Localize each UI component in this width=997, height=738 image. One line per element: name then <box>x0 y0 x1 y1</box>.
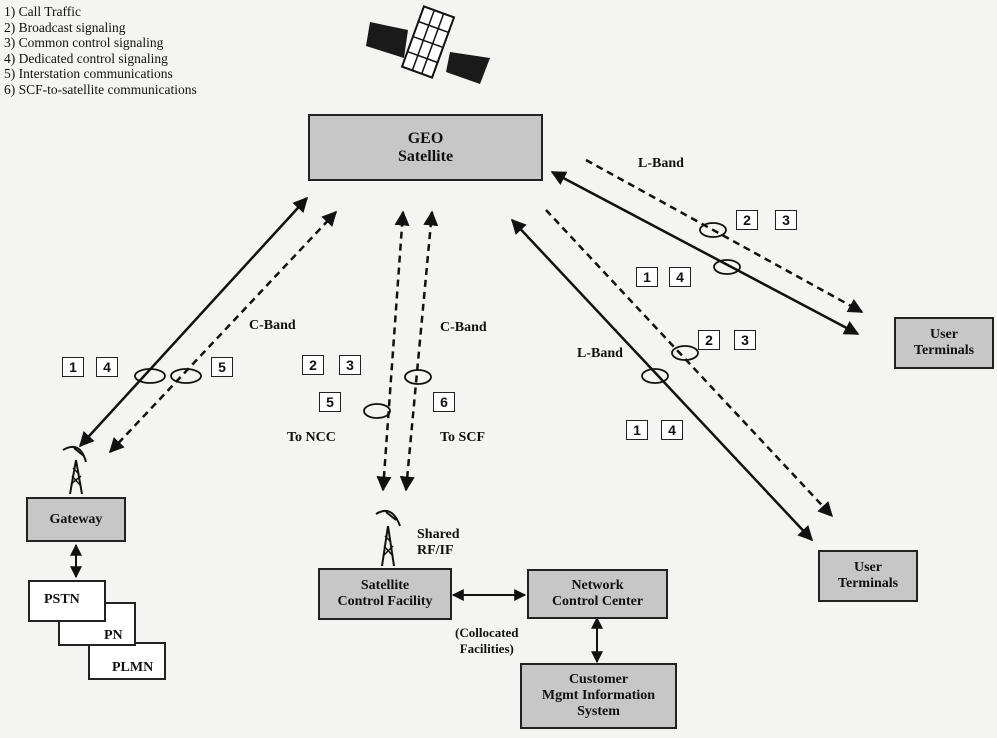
legend-item: 1) Call Traffic <box>4 4 81 19</box>
user-terminals-top-line-1: User <box>930 327 958 342</box>
legend-item: 4) Dedicated control signaling <box>4 50 168 66</box>
badge-ut-top-4: 4 <box>669 267 691 287</box>
cmis-line-3: System <box>577 704 620 719</box>
gateway-dashed-link <box>108 210 338 454</box>
gateway-box: Gateway <box>26 497 126 542</box>
plmn-label: PLMN <box>112 660 154 675</box>
user-terminals-bottom-line-1: User <box>854 560 882 575</box>
ncc-line-2: Control Center <box>551 594 644 609</box>
geo-satellite-box: GEO Satellite <box>308 114 543 181</box>
cmis-line-2: Mgmt Information <box>541 688 656 703</box>
scf-box: Satellite Control Facility <box>318 568 452 620</box>
c-band-center-label: C-Band <box>440 320 487 335</box>
gateway-label: Gateway <box>49 511 103 527</box>
badge-gateway-4: 4 <box>96 357 118 377</box>
badge-ut-mid-4: 4 <box>661 420 683 440</box>
l-band-mid-label: L-Band <box>577 346 623 361</box>
collocated-line-2: Facilities) <box>459 641 514 656</box>
legend-item: 2) Broadcast signaling <box>4 19 126 35</box>
ut-bottom-solid-link <box>510 218 814 542</box>
geo-satellite-line-1: GEO <box>407 129 444 147</box>
gateway-antenna-icon <box>62 446 87 495</box>
badge-ut-top-1: 1 <box>636 267 658 287</box>
to-ncc-label: To NCC <box>287 430 336 445</box>
badge-ut-top-3: 3 <box>775 210 797 230</box>
legend-item: 3) Common control signaling <box>4 35 164 51</box>
user-terminals-bottom-box: User Terminals <box>818 550 918 602</box>
ut-bottom-ellipse-2 <box>641 368 669 384</box>
scf-line-1: Satellite <box>360 578 410 593</box>
user-terminals-top-box: User Terminals <box>894 317 994 369</box>
user-terminals-top-line-2: Terminals <box>913 343 975 358</box>
scf-sat-dashed-link <box>399 210 439 492</box>
cmis-box: Customer Mgmt Information System <box>520 663 677 729</box>
shared-rf-label: Shared RF/IF <box>417 527 460 559</box>
scf-line-2: Control Facility <box>337 594 433 609</box>
gateway-link-ellipse-1 <box>134 368 166 384</box>
user-terminals-bottom-line-2: Terminals <box>837 576 899 591</box>
shared-rf-line-2: RF/IF <box>417 543 454 558</box>
ut-top-solid-link <box>550 170 860 336</box>
legend-item: 5) Interstation communications <box>4 66 173 82</box>
satellite-icon <box>366 5 490 84</box>
c-band-left-label: C-Band <box>249 318 296 333</box>
to-scf-ellipse <box>404 369 432 385</box>
geo-satellite-line-2: Satellite <box>397 147 454 165</box>
badge-center-6: 6 <box>433 392 455 412</box>
ut-top-dashed-link <box>585 158 864 314</box>
collocated-line-1: (Collocated <box>455 625 519 640</box>
badge-ut-mid-3: 3 <box>734 330 756 350</box>
ut-top-ellipse-2 <box>713 259 741 275</box>
cmis-line-1: Customer <box>568 672 629 687</box>
pn-label: PN <box>104 628 123 643</box>
gateway-link-ellipse-2 <box>170 368 202 384</box>
pstn-label: PSTN <box>44 592 80 607</box>
scf-ncc-dashed-link <box>376 210 410 492</box>
ut-bottom-ellipse-1 <box>671 345 699 361</box>
l-band-top-label: L-Band <box>638 156 684 171</box>
to-scf-label: To SCF <box>440 430 486 445</box>
collocated-label: (Collocated Facilities) <box>455 625 519 657</box>
shared-rf-line-1: Shared <box>417 527 460 542</box>
badge-gateway-5: 5 <box>211 357 233 377</box>
scf-antenna-icon <box>375 510 401 567</box>
badge-ut-mid-2: 2 <box>698 330 720 350</box>
badge-center-2: 2 <box>302 355 324 375</box>
badge-ut-top-2: 2 <box>736 210 758 230</box>
ncc-line-1: Network <box>571 578 624 593</box>
ncc-box: Network Control Center <box>527 569 668 619</box>
badge-gateway-1: 1 <box>62 357 84 377</box>
pstn-box: PSTN <box>28 580 106 622</box>
ut-bottom-dashed-link <box>545 209 834 518</box>
badge-center-5: 5 <box>319 392 341 412</box>
badge-center-3: 3 <box>339 355 361 375</box>
to-ncc-ellipse <box>363 403 391 419</box>
badge-ut-mid-1: 1 <box>626 420 648 440</box>
legend-item: 6) SCF-to-satellite communications <box>4 81 197 97</box>
plmn-box: PLMN <box>88 642 166 680</box>
legend: 1) Call Traffic 2) Broadcast signaling 3… <box>4 4 197 98</box>
